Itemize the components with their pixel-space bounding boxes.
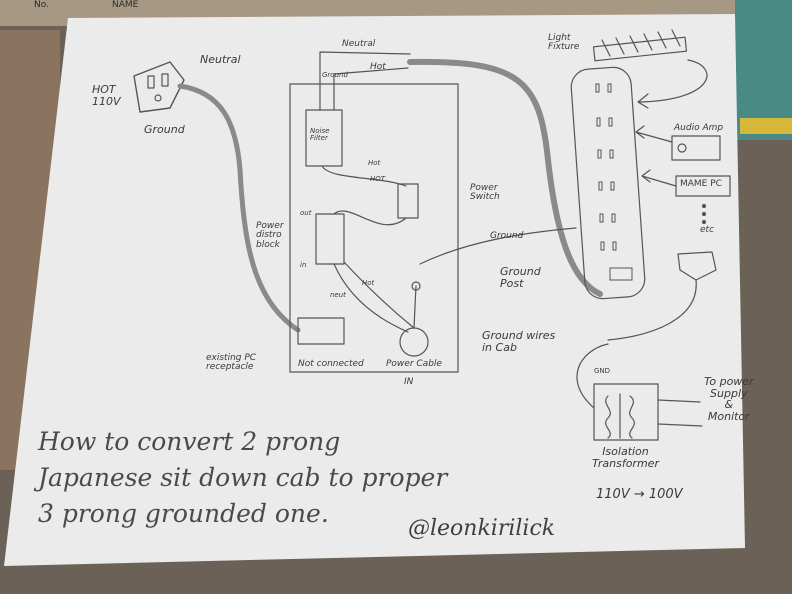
distro-to-cable-hot xyxy=(343,261,415,329)
label-light-fixture: Light Fixture xyxy=(548,33,580,53)
audio-amp-knob-icon xyxy=(677,143,687,153)
label-wire-ground: Ground xyxy=(322,71,348,79)
paper-sheet xyxy=(4,14,745,566)
label-isolation-transformer: Isolation Transformer xyxy=(592,445,659,470)
label-wire-hot: Hot xyxy=(370,62,386,72)
label-to-power: To power Supply & Monitor xyxy=(704,375,754,423)
label-etc: etc xyxy=(700,225,715,235)
label-ground-post: Ground Post xyxy=(500,265,541,290)
ground-wire-to-strip xyxy=(419,227,577,265)
transformer-box xyxy=(593,383,659,441)
label-wire-neutral: Neutral xyxy=(342,39,376,49)
ground-wires xyxy=(413,285,417,329)
label-neut: neut xyxy=(330,291,346,299)
signature: @leonkirilick xyxy=(408,516,556,541)
switch-to-distro-wire xyxy=(333,210,407,226)
label-audio-amp: Audio Amp xyxy=(674,123,724,133)
label-hot-out: HOT xyxy=(370,175,386,183)
light-fixture-icon xyxy=(592,36,688,62)
label-power-distro: Power distro block xyxy=(256,221,284,250)
existing-receptacle-box xyxy=(297,317,345,345)
plug-icon-right xyxy=(677,251,717,281)
plug-icon xyxy=(133,61,185,113)
arrow-from-amp xyxy=(635,125,673,143)
label-voltage: 110V → 100V xyxy=(596,487,683,502)
strip-to-plug-cord xyxy=(607,279,697,341)
label-in-caption: IN xyxy=(404,377,414,387)
label-power-cable: Power Cable xyxy=(386,359,442,369)
label-mame-pc: MAME PC xyxy=(680,179,722,189)
label-ground-wire: Ground xyxy=(490,231,524,241)
audio-amp-box xyxy=(671,135,721,161)
sheet-name-label: NAME xyxy=(112,0,139,10)
strip-switch-icon xyxy=(609,267,633,281)
hot-top-wire xyxy=(333,67,409,111)
distro-block-box xyxy=(315,213,345,265)
label-in: in xyxy=(300,261,307,269)
label-power-switch: Power Switch xyxy=(470,183,500,203)
label-hot-110v: HOT 110V xyxy=(92,83,121,108)
label-ground-wires: Ground wires in Cab xyxy=(482,329,556,354)
power-switch-box xyxy=(397,183,419,219)
sheet-no-label: No. xyxy=(34,0,49,10)
plug-cord xyxy=(177,83,301,333)
label-gnd: GND xyxy=(594,367,611,375)
power-strip xyxy=(570,66,646,300)
label-neutral: Neutral xyxy=(200,53,241,66)
label-hot-in: Hot xyxy=(368,159,381,167)
yellow-ruler xyxy=(740,118,792,134)
transformer-in-wires xyxy=(576,343,609,409)
label-ground: Ground xyxy=(144,123,185,136)
label-not-connected: Not connected xyxy=(298,359,364,369)
hot-wire-internal xyxy=(321,165,407,187)
title-line-2: Japanese sit down cab to proper xyxy=(38,463,448,492)
label-existing-receptacle: existing PC receptacle xyxy=(206,353,257,373)
neutral-top-wire xyxy=(319,51,411,111)
light-fixture-lines xyxy=(601,29,681,57)
label-hot-distro: Hot xyxy=(362,279,375,287)
transformer-coils xyxy=(605,393,635,439)
cardboard-right xyxy=(735,0,792,140)
transformer-out-wires xyxy=(657,399,703,427)
arrow-from-pc xyxy=(641,169,677,187)
diagram-title: How to convert 2 prong Japanese sit down… xyxy=(38,424,447,532)
title-line-3: 3 prong grounded one. xyxy=(38,499,329,528)
cabinet-outline xyxy=(289,83,459,373)
title-line-1: How to convert 2 prong xyxy=(38,427,341,456)
main-cable xyxy=(407,58,603,297)
arrow-to-light xyxy=(637,59,708,109)
label-out: out xyxy=(300,209,312,217)
label-noise-filter: Noise Filter xyxy=(310,127,330,143)
noise-filter-box xyxy=(305,109,343,167)
distro-to-cable-neut xyxy=(333,263,409,333)
